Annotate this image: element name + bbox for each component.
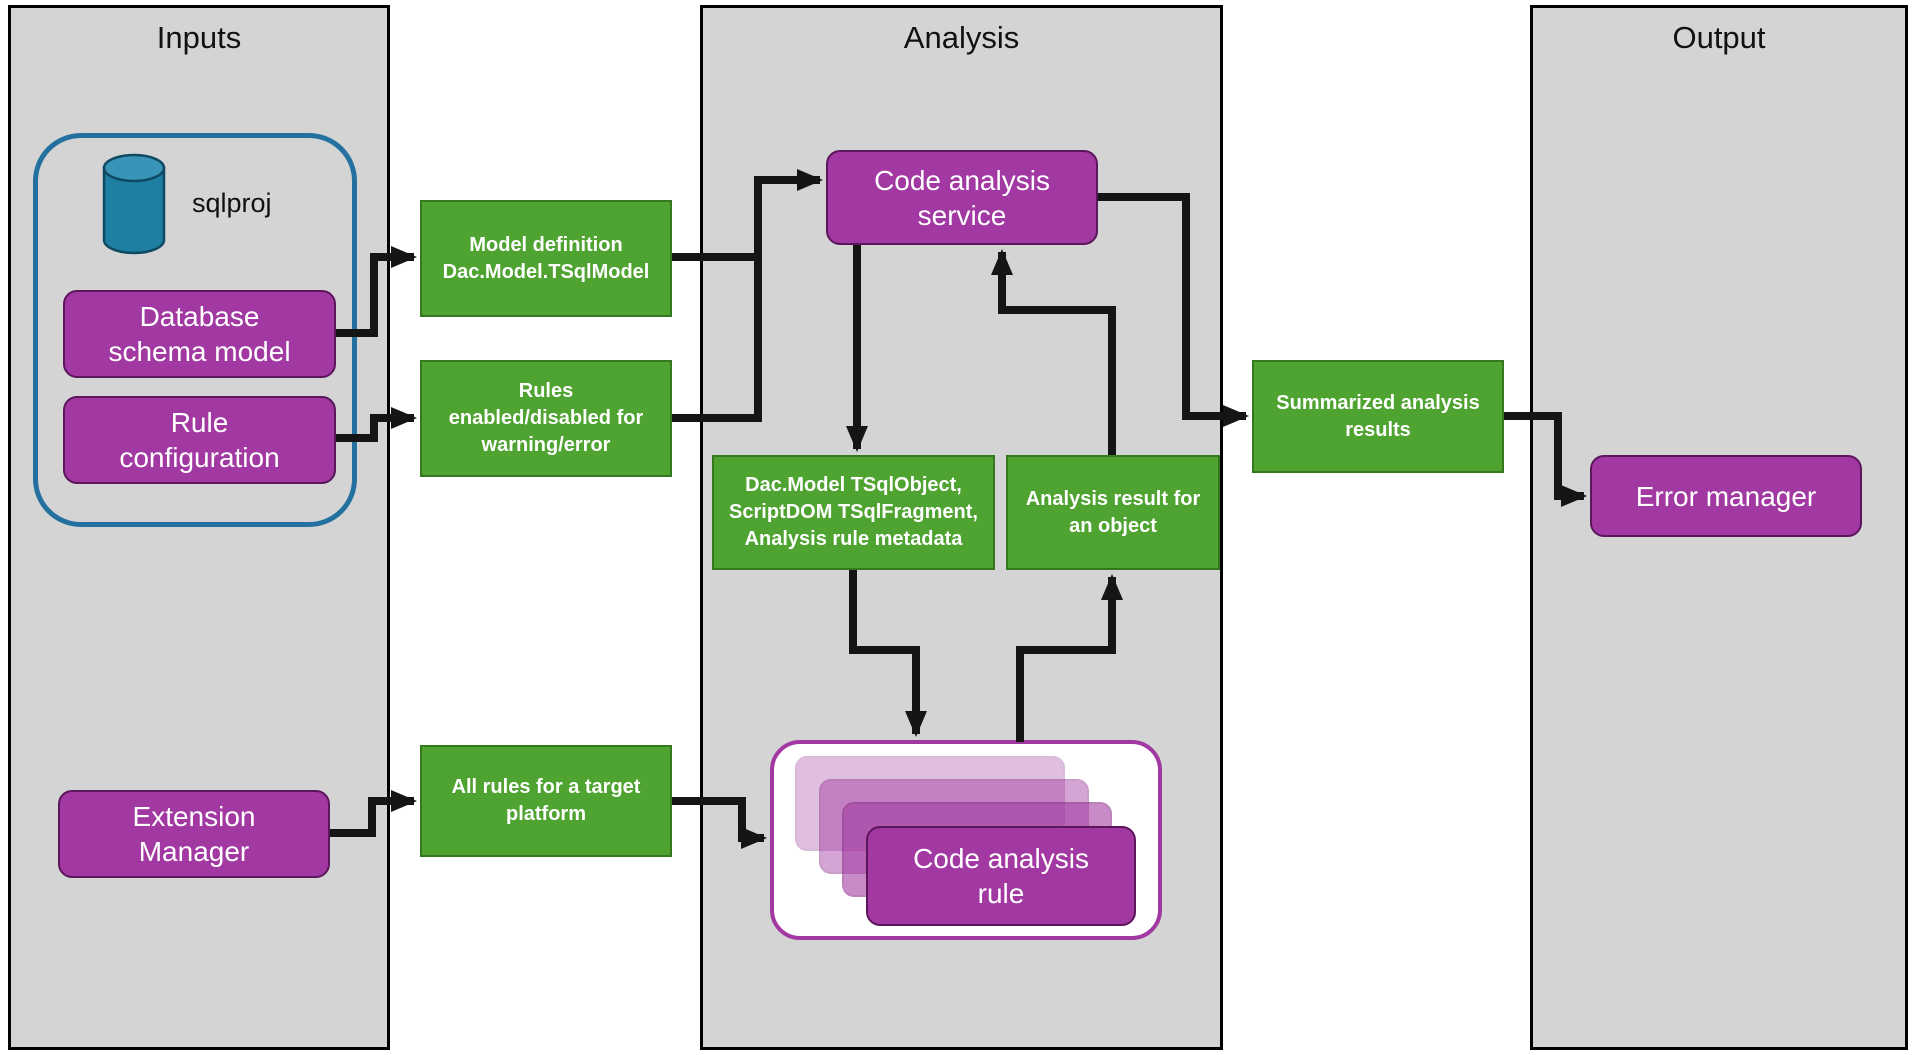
node-model-definition: Model definition Dac.Model.TSqlModel (420, 200, 672, 317)
node-extension-manager: Extension Manager (58, 790, 330, 878)
node-code-analysis-service: Code analysis service (826, 150, 1098, 245)
database-cylinder-icon (92, 152, 176, 265)
node-code-analysis-rule: Code analysis rule (866, 826, 1136, 926)
panel-analysis-title: Analysis (903, 20, 1020, 55)
node-all-rules: All rules for a target platform (420, 745, 672, 857)
node-dac-model-objects: Dac.Model TSqlObject, ScriptDOM TSqlFrag… (712, 455, 995, 570)
node-error-manager: Error manager (1590, 455, 1862, 537)
sqlproj-label: sqlproj (192, 188, 272, 218)
panel-output-title: Output (1672, 20, 1766, 55)
panel-inputs-title: Inputs (156, 20, 242, 55)
node-rule-configuration: Rule configuration (63, 396, 336, 484)
node-database-schema-model: Database schema model (63, 290, 336, 378)
node-rules-enabled: Rules enabled/disabled for warning/error (420, 360, 672, 477)
node-summarized-results: Summarized analysis results (1252, 360, 1504, 473)
node-analysis-result: Analysis result for an object (1006, 455, 1220, 570)
